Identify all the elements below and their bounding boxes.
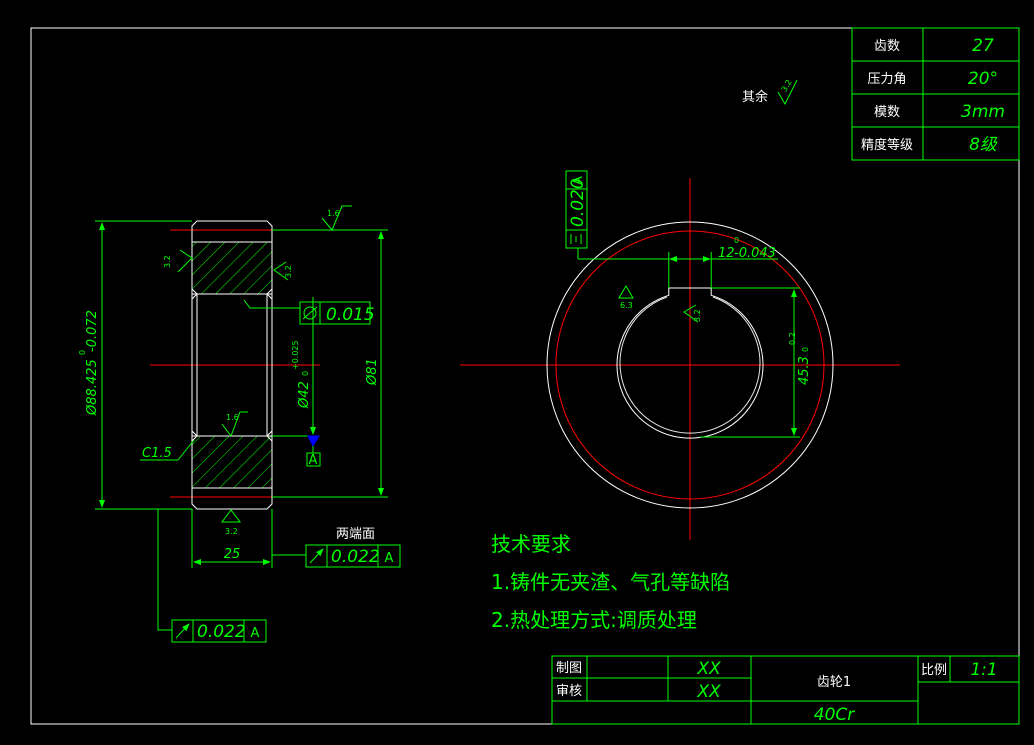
runout2-icon bbox=[175, 623, 190, 639]
params-table: 齿数 27 压力角 20° 模数 3mm 精度等级 8级 bbox=[851, 27, 1020, 161]
runout2-datum: A bbox=[251, 626, 260, 641]
dim-bore-tol-lower: 0 bbox=[301, 371, 310, 376]
roughness-symbol-icon bbox=[777, 79, 798, 106]
roughness-bore-icon bbox=[221, 411, 248, 438]
cylindricity-frame bbox=[299, 301, 371, 325]
side-view: Ø88.425 0 -0.072 Ø81 Ø42 +0.025 0 A 0.01… bbox=[78, 205, 401, 643]
keyway-depth-tol-lower: 0 bbox=[801, 347, 810, 352]
roughness-top-icon bbox=[321, 205, 352, 231]
param-value-accuracy: 8级 bbox=[969, 135, 998, 155]
keyway-tol-upper: 0 bbox=[734, 236, 739, 245]
cylindricity-value: 0.015 bbox=[326, 305, 375, 325]
param-label-module: 模数 bbox=[874, 105, 900, 120]
symmetry-datum: A bbox=[571, 176, 586, 185]
datum-triangle-icon bbox=[307, 435, 320, 448]
tech-item-1: 1.铸件无夹渣、气孔等缺陷 bbox=[491, 570, 730, 594]
drawn-label: 制图 bbox=[556, 661, 582, 676]
surface-note-text: 其余 bbox=[742, 89, 768, 105]
roughness-top: 1.6 bbox=[327, 209, 340, 218]
dim-bore-diameter: Ø42 bbox=[297, 381, 312, 409]
checked-label: 审核 bbox=[556, 684, 582, 699]
material: 40Cr bbox=[814, 705, 856, 725]
tech-item-2: 2.热处理方式:调质处理 bbox=[491, 608, 697, 632]
dim-bore-tol-upper: +0.025 bbox=[291, 340, 300, 370]
checked-value: XX bbox=[696, 682, 721, 702]
roughness-left-icon bbox=[177, 249, 193, 273]
gear-outline bbox=[191, 220, 273, 510]
scale-label: 比例 bbox=[921, 663, 947, 678]
front-view: 12 0 -0.043 0.020 A 45.3 0.2 0 6.3 3.2 bbox=[460, 170, 900, 540]
keyway-tol-lower: -0.043 bbox=[734, 246, 776, 261]
part-name: 齿轮1 bbox=[817, 675, 851, 690]
scale-value: 1:1 bbox=[970, 660, 997, 680]
keyway-depth-tol-upper: 0.2 bbox=[788, 332, 797, 345]
symmetry-frame bbox=[565, 170, 588, 249]
dim-outer-diameter: Ø88.425 bbox=[85, 359, 100, 416]
param-label-pressure-angle: 压力角 bbox=[867, 72, 906, 87]
gear-tip-circle bbox=[546, 221, 834, 509]
surface-note: 其余 3.2 bbox=[742, 78, 798, 106]
dim-outer-tol-upper: 0 bbox=[78, 350, 87, 355]
roughness-bottom-icon bbox=[221, 509, 241, 523]
drawn-value: XX bbox=[696, 659, 721, 679]
roughness-left: 3.2 bbox=[163, 255, 172, 268]
dim-width: 25 bbox=[224, 547, 241, 562]
roughness-keyway-side-icon bbox=[618, 285, 634, 299]
symmetry-value: 0.020 bbox=[568, 178, 588, 227]
param-value-module: 3mm bbox=[961, 102, 1005, 122]
section-hatch-bottom bbox=[192, 436, 272, 488]
dim-root-diameter: Ø81 bbox=[365, 358, 380, 386]
param-value-teeth: 27 bbox=[972, 36, 994, 56]
runout-datum: A bbox=[385, 551, 394, 566]
roughness-right-icon bbox=[273, 261, 289, 281]
runout-label: 两端面 bbox=[336, 527, 375, 542]
runout-frame bbox=[305, 544, 401, 568]
chamfer-label: C1.5 bbox=[142, 446, 172, 461]
param-label-teeth: 齿数 bbox=[874, 39, 900, 54]
datum-label: A bbox=[309, 453, 318, 468]
roughness-bore: 1.6 bbox=[226, 413, 239, 422]
roughness-keyway: 3.2 bbox=[693, 309, 702, 322]
roughness-bottom: 3.2 bbox=[225, 527, 238, 536]
param-value-pressure-angle: 20° bbox=[968, 69, 998, 89]
roughness-right: 3.2 bbox=[284, 265, 293, 278]
symmetry-icon bbox=[570, 234, 582, 244]
title-block: 制图 XX 审核 XX 齿轮1 比例 1:1 40Cr bbox=[551, 655, 1020, 725]
keyway-width: 12 bbox=[718, 246, 735, 261]
drawing-frame bbox=[30, 27, 1020, 725]
runout2-frame bbox=[171, 619, 267, 643]
cylindricity-icon bbox=[303, 306, 317, 320]
runout-icon bbox=[309, 548, 324, 564]
runout-value: 0.022 bbox=[331, 547, 380, 567]
dim-outer-tol-lower: -0.072 bbox=[85, 310, 100, 352]
tech-requirements: 技术要求 1.铸件无夹渣、气孔等缺陷 2.热处理方式:调质处理 bbox=[491, 532, 730, 632]
section-hatch-top bbox=[192, 242, 272, 294]
roughness-keyway-icon bbox=[683, 304, 699, 323]
runout2-value: 0.022 bbox=[197, 622, 246, 642]
param-label-accuracy: 精度等级 bbox=[861, 137, 913, 153]
gear-pitch-circle bbox=[555, 230, 825, 500]
tech-title: 技术要求 bbox=[491, 532, 571, 556]
keyway-depth: 45.3 bbox=[797, 356, 812, 385]
roughness-keyway-side: 6.3 bbox=[620, 301, 633, 310]
